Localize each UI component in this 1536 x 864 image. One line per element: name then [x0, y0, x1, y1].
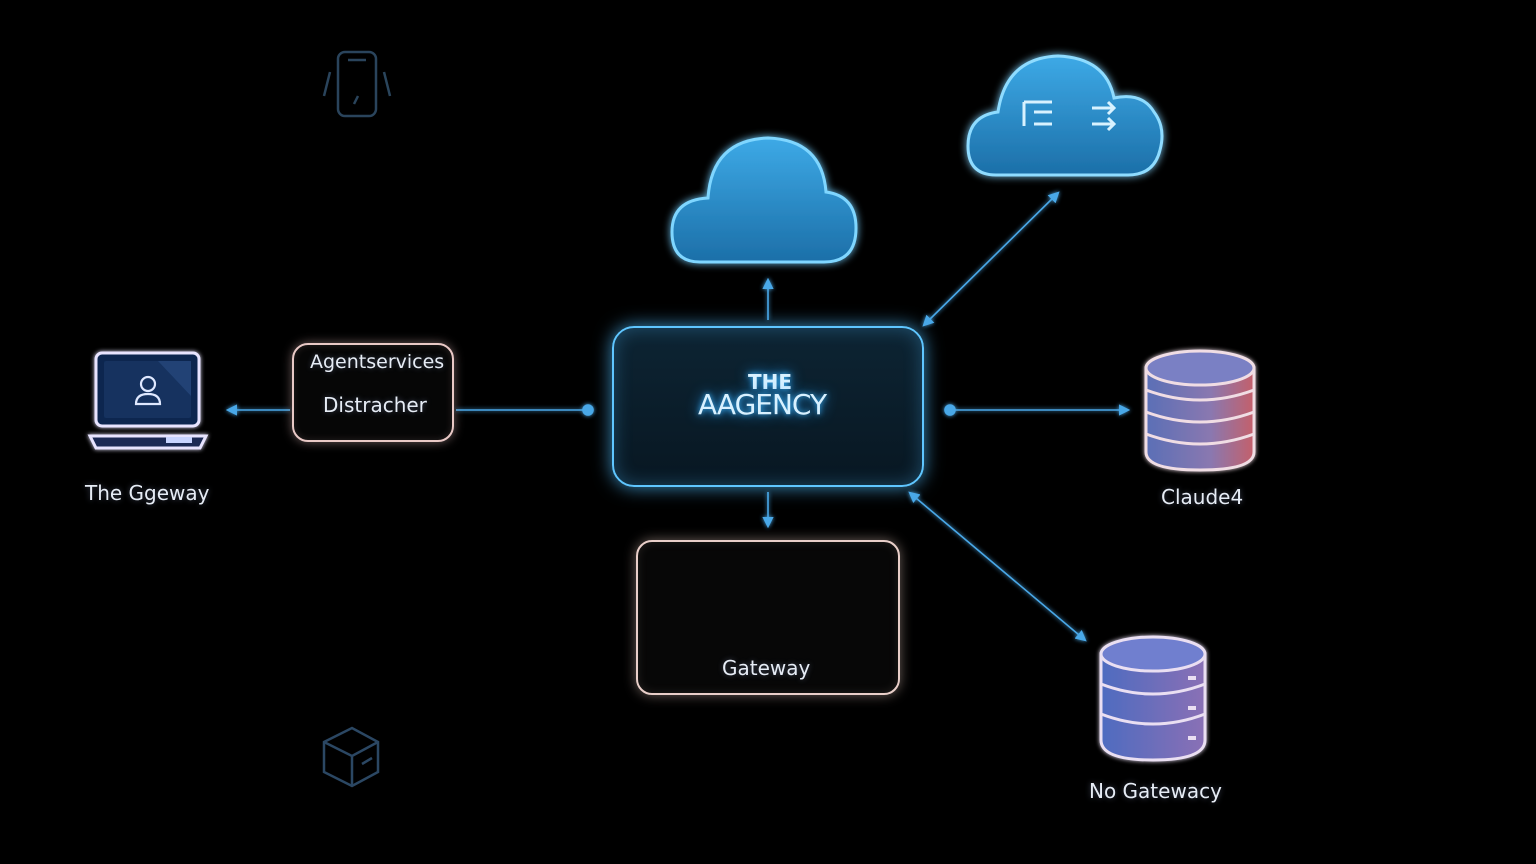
agency-logo-line2: AAGENCY — [698, 388, 827, 421]
agentservices-label: Agentservices — [310, 351, 445, 373]
gateway-label: Gateway — [722, 656, 811, 680]
distracher-label: Distracher — [323, 393, 427, 417]
server-icon — [1099, 635, 1207, 762]
no-gatewacy-label: No Gatewacy — [1089, 779, 1222, 803]
the-agency-node[interactable] — [612, 326, 924, 487]
database-icon — [1144, 349, 1256, 472]
connector-dot-left — [582, 404, 594, 416]
the-ggeway-label: The Ggeway — [85, 481, 210, 505]
gateway-node[interactable] — [636, 540, 900, 695]
claude4-label: Claude4 — [1161, 485, 1244, 509]
connector-agency-no-gatewacy — [908, 491, 1087, 642]
list-icon — [1022, 100, 1052, 126]
cube-icon — [322, 726, 380, 788]
connectors — [225, 191, 1131, 642]
agency-logo-line1: THE — [748, 370, 793, 394]
connector-dot-right — [944, 404, 956, 416]
cloud-icon — [966, 54, 1164, 177]
agentservices-node[interactable] — [292, 343, 454, 442]
user-icon — [139, 375, 157, 393]
cloud-top-right — [966, 54, 1164, 177]
cloud-icon — [670, 136, 858, 264]
transfer-arrows-icon — [1092, 100, 1117, 132]
laptop-icon — [87, 351, 209, 450]
connector-agency-cloud-top-right — [922, 191, 1060, 327]
mobile-phone-icon — [322, 50, 392, 118]
